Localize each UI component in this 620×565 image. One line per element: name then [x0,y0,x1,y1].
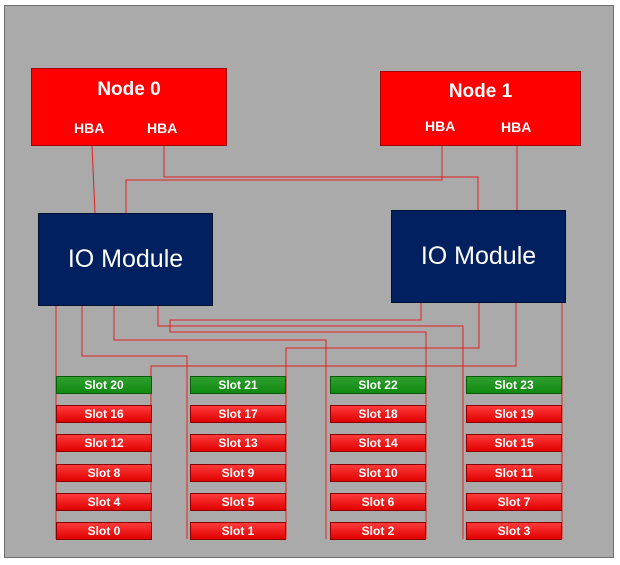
slot: Slot 2 [330,522,426,540]
slot: Slot 3 [466,522,562,540]
slot: Slot 18 [330,405,426,423]
slot: Slot 0 [56,522,152,540]
slot: Slot 7 [466,493,562,511]
slot: Slot 22 [330,376,426,394]
wire-io0-col1 [81,306,188,539]
node-0-title: Node 0 [97,79,161,100]
slot: Slot 1 [190,522,286,540]
node-0-hba-0: HBA [74,120,105,136]
wire-io0-col3 [157,306,464,539]
slot: Slot 6 [330,493,426,511]
node-1-hba-1: HBA [501,119,532,135]
slot: Slot 19 [466,405,562,423]
node-0-hba-1: HBA [147,120,178,136]
slot: Slot 8 [56,464,152,482]
slot: Slot 15 [466,434,562,452]
io-module-0: IO Module [38,213,213,306]
slot: Slot 9 [190,464,286,482]
wire-io1-col2 [169,303,427,539]
node-0: Node 0 HBA HBA [31,68,227,146]
wire-node1-hba0-io0 [125,144,443,213]
wire-node0-hba1-io1 [163,146,479,210]
slot: Slot 20 [56,376,152,394]
slot: Slot 11 [466,464,562,482]
slot: Slot 17 [190,405,286,423]
wire-node0-hba0-io0 [91,145,96,214]
slot: Slot 5 [190,493,286,511]
io-module-1: IO Module [391,210,566,303]
node-1-hba-0: HBA [425,118,456,134]
wire-io1-col1 [285,303,480,539]
slot: Slot 12 [56,434,152,452]
wire-io0-col2 [113,306,327,539]
slot: Slot 14 [330,434,426,452]
node-1-title: Node 1 [448,81,513,102]
slot: Slot 16 [56,405,152,423]
slot: Slot 4 [56,493,152,511]
wire-io1-col0 [150,303,517,539]
node-1: Node 1 HBA HBA [380,71,581,146]
slot: Slot 10 [330,464,426,482]
slot: Slot 23 [466,376,562,394]
slot: Slot 21 [190,376,286,394]
slot: Slot 13 [190,434,286,452]
